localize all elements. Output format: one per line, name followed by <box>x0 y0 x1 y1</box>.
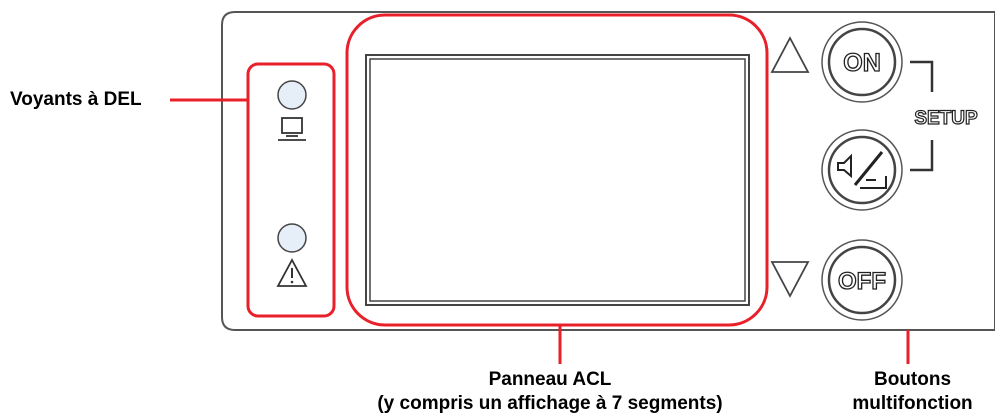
led-indicator-bottom <box>277 223 307 253</box>
led-indicator-top <box>277 80 307 110</box>
lcd-screen <box>369 58 746 302</box>
leds-callout-label: Voyants à DEL <box>10 88 142 112</box>
lcd-label-line2: (y compris un affichage à 7 segments) <box>377 393 723 414</box>
off-button[interactable]: OFF <box>821 239 903 321</box>
mute-test-icon <box>837 151 887 189</box>
off-button-label: OFF <box>838 268 886 295</box>
computer-icon <box>278 117 306 141</box>
setup-bracket <box>910 60 934 172</box>
leds-label: Voyants à DEL <box>10 89 142 110</box>
on-button[interactable]: ON <box>821 21 903 103</box>
on-button-label: ON <box>843 49 881 77</box>
buttons-label-line1: Boutons <box>873 369 952 390</box>
warning-icon <box>276 258 308 287</box>
buttons-label-line2: multifonction <box>852 393 973 414</box>
lcd-highlight <box>345 13 769 327</box>
setup-label: SETUP <box>914 108 978 129</box>
lcd-callout-label: Panneau ACL (y compris un affichage à 7 … <box>300 368 800 416</box>
mute-test-button[interactable] <box>821 129 903 211</box>
triangle-up-icon[interactable] <box>770 36 810 73</box>
lcd-label-line1: Panneau ACL <box>488 369 612 390</box>
triangle-down-icon[interactable] <box>770 261 810 298</box>
led-group-highlight <box>246 62 336 318</box>
buttons-callout-label: Boutons multifonction <box>830 368 995 416</box>
